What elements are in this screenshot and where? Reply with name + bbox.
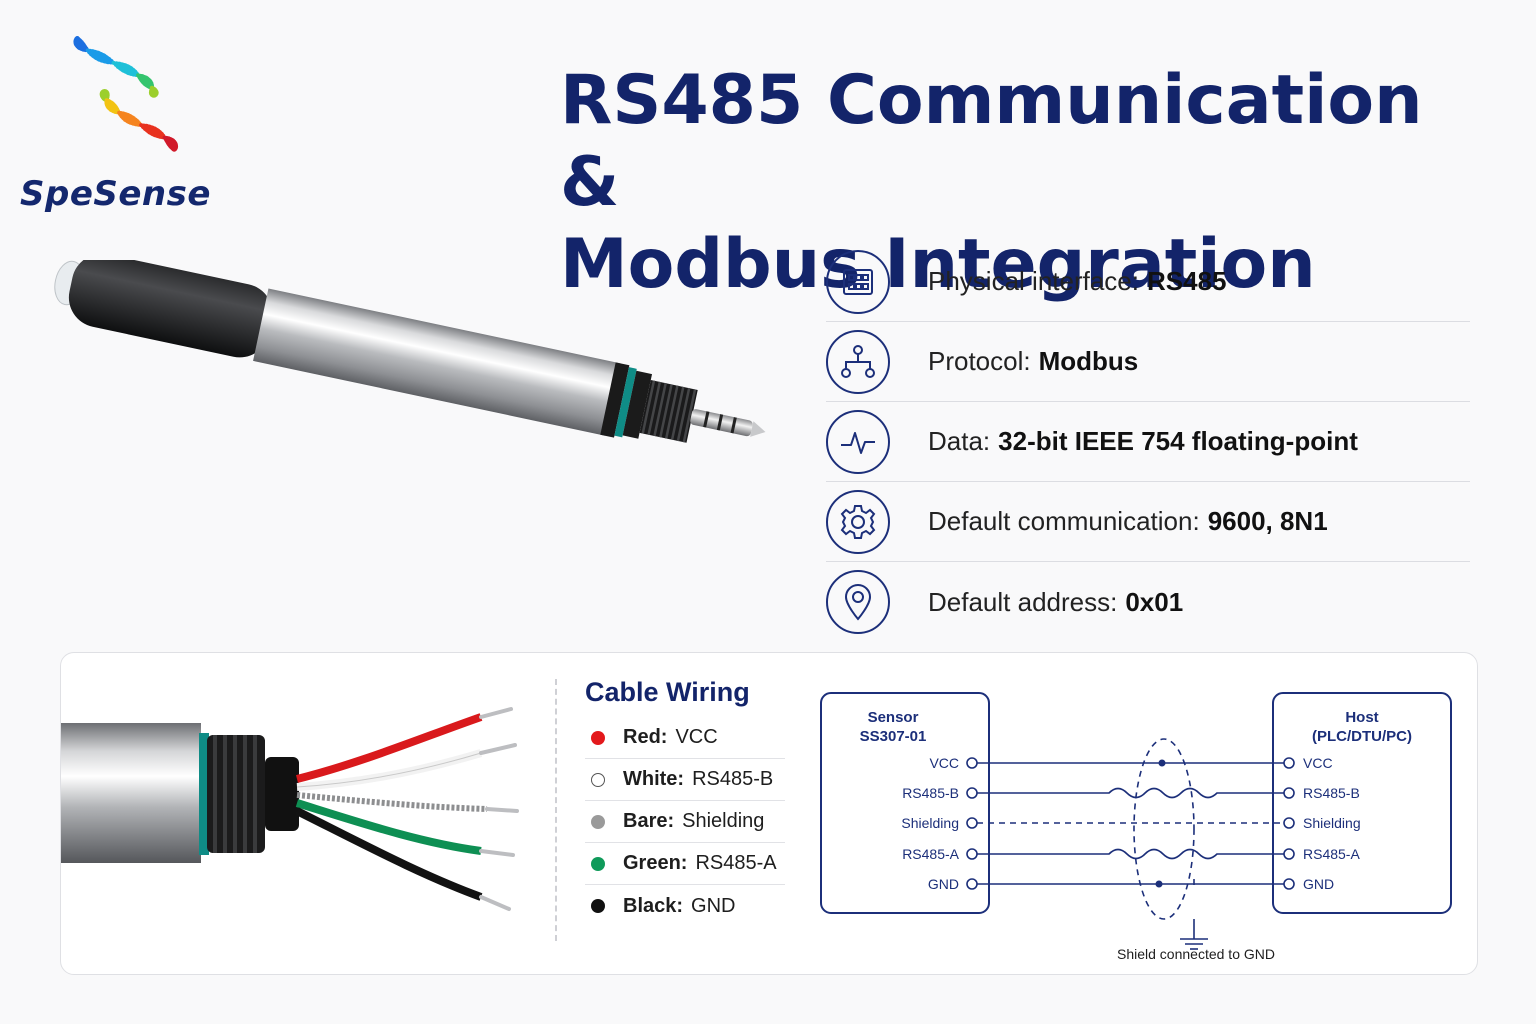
spec-default-communication: Default communication:9600, 8N1 bbox=[826, 482, 1470, 562]
white-dot-icon bbox=[591, 772, 605, 787]
spec-value: 32-bit IEEE 754 floating-point bbox=[998, 426, 1358, 456]
wire-signal: RS485-A bbox=[695, 852, 777, 874]
wire-color: Red: bbox=[623, 726, 668, 748]
wire-signal: GND bbox=[691, 894, 736, 917]
wire-signal: RS485-B bbox=[692, 768, 774, 790]
spec-label: Data: bbox=[928, 426, 991, 456]
wire-signal: Shielding bbox=[682, 810, 765, 832]
sensor-pin-vcc: VCC bbox=[929, 755, 959, 771]
spec-value: Modbus bbox=[1038, 346, 1139, 376]
wire-row-red: Red: VCC bbox=[585, 717, 785, 759]
host-pin-rs485-b: RS485-B bbox=[1303, 785, 1360, 801]
gear-icon bbox=[826, 489, 890, 554]
cable-wires-image bbox=[61, 707, 519, 911]
sensor-pin-shielding: Shielding bbox=[901, 815, 959, 831]
spec-data: Data:32-bit IEEE 754 floating-point bbox=[826, 402, 1470, 482]
sensor-pin-rs485-a: RS485-A bbox=[902, 846, 959, 862]
wire-row-white: White: RS485-B bbox=[585, 759, 785, 801]
spec-physical-interface: Physical interface:RS485 bbox=[826, 242, 1470, 322]
line-rs485-a bbox=[977, 848, 1285, 860]
sensor-pin-gnd: GND bbox=[928, 876, 959, 892]
spec-label: Physical interface: bbox=[928, 266, 1139, 296]
brand-name: SpeSense bbox=[20, 174, 211, 214]
spec-label: Default address: bbox=[928, 586, 1118, 617]
host-box bbox=[1272, 692, 1452, 914]
sensor-box bbox=[820, 692, 990, 914]
wire-row-green: Green: RS485-A bbox=[585, 843, 785, 885]
host-pin-gnd: GND bbox=[1303, 876, 1334, 892]
host-model: (PLC/DTU/PC) bbox=[1312, 728, 1412, 745]
spec-default-address: Default address:0x01 bbox=[826, 562, 1470, 642]
host-pin-vcc: VCC bbox=[1303, 755, 1333, 771]
shield-caption: Shield connected to GND bbox=[1117, 946, 1275, 962]
sensor-probe-image bbox=[54, 260, 766, 443]
wire-color: White: bbox=[623, 768, 685, 790]
host-title: Host bbox=[1345, 709, 1378, 726]
host-pin-rs485-a: RS485-A bbox=[1303, 846, 1360, 862]
gray-dot-icon bbox=[591, 814, 605, 829]
spesense-logo-icon bbox=[73, 36, 179, 152]
title-line-2: Modbus Integration bbox=[560, 225, 1316, 304]
spec-value: 0x01 bbox=[1125, 586, 1184, 617]
sensor-pin-rs485-b: RS485-B bbox=[902, 785, 959, 801]
spec-value: 9600, 8N1 bbox=[1207, 506, 1328, 536]
wiring-schematic: Sensor SS307-01 Host (PLC/DTU/PC) VCC RS… bbox=[820, 692, 1452, 962]
waveform-icon bbox=[826, 409, 890, 474]
panel-divider bbox=[555, 679, 557, 941]
cable-wiring-legend: Cable Wiring Red: VCC White: RS485-B Bar… bbox=[585, 673, 785, 927]
spec-value: RS485 bbox=[1146, 266, 1227, 296]
wire-color: Black: bbox=[623, 894, 684, 917]
red-dot-icon bbox=[591, 730, 605, 745]
black-dot-icon bbox=[591, 899, 605, 913]
spec-label: Default communication: bbox=[928, 506, 1200, 536]
wire-row-black: Black: GND bbox=[585, 885, 785, 927]
sensor-title: Sensor bbox=[868, 709, 919, 726]
line-rs485-b bbox=[977, 787, 1285, 799]
location-pin-icon bbox=[826, 570, 890, 634]
wiring-title: Cable Wiring bbox=[585, 677, 750, 707]
wire-color: Green: bbox=[623, 852, 688, 874]
green-dot-icon bbox=[591, 856, 605, 871]
wire-color: Bare: bbox=[623, 810, 675, 832]
chip-icon bbox=[826, 249, 890, 314]
spec-protocol: Protocol:Modbus bbox=[826, 322, 1470, 402]
spec-label: Protocol: bbox=[928, 346, 1031, 376]
title-line-1: RS485 Communication & bbox=[560, 61, 1423, 222]
page-title: RS485 Communication & Modbus Integration bbox=[560, 60, 1500, 306]
shield-ellipse bbox=[1133, 738, 1195, 920]
wiring-panel: Cable Wiring Red: VCC White: RS485-B Bar… bbox=[60, 652, 1478, 975]
brand-logo: SpeSense bbox=[18, 24, 218, 214]
sensor-model: SS307-01 bbox=[860, 728, 927, 745]
host-pin-shielding: Shielding bbox=[1303, 815, 1361, 831]
spec-list: Physical interface:RS485 Protocol:Modbus… bbox=[826, 242, 1470, 642]
wire-row-bare: Bare: Shielding bbox=[585, 801, 785, 843]
network-icon bbox=[826, 329, 890, 394]
wire-signal: VCC bbox=[675, 726, 718, 748]
